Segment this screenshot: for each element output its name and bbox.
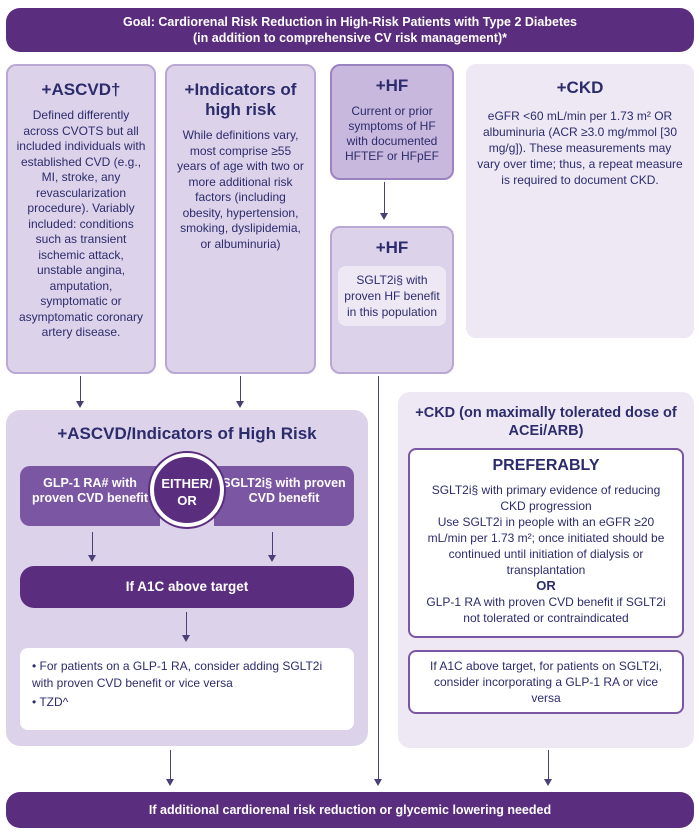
arrow-combined-to-footer [166,750,174,786]
ascvd-card: +ASCVD† Defined differently across CVOTS… [6,64,156,374]
goal-line-1: Goal: Cardiorenal Risk Reduction in High… [122,15,578,29]
glp1-option-text: GLP-1 RA# with proven CVD benefit [32,476,148,505]
hf-top-body: Current or prior symptoms of HF with doc… [344,104,439,163]
arrow-a1c-down [182,612,190,642]
indicators-body: While definitions vary, most comprise ≥5… [177,128,304,251]
ckd-pref-p1: SGLT2i§ with primary evidence of reducin… [431,483,661,513]
ckd-bottom-title: +CKD (on maximally tolerated dose of ACE… [415,405,677,439]
combined-bullet-1: • For patients on a GLP-1 RA, consider a… [32,659,323,690]
ckd-top-title: +CKD [556,78,604,97]
arrow-hf-top-to-bottom [380,182,388,220]
arrow-hf-to-footer [374,376,382,786]
ckd-preferably-box: PREFERABLY SGLT2i§ with primary evidence… [408,448,684,638]
arrow-indicators-down [236,376,244,408]
preferably-heading: PREFERABLY [492,457,600,474]
hf-bottom-inner: SGLT2i§ with proven HF benefit in this p… [338,266,446,326]
ascvd-indicators-panel: +ASCVD/Indicators of High Risk GLP-1 RA#… [6,410,368,746]
sglt2-option-text: SGLT2i§ with proven CVD benefit [222,476,346,505]
arrow-glp1-down [88,532,96,562]
hf-top-card: +HF Current or prior symptoms of HF with… [330,64,454,180]
hf-bottom-title: +HF [375,238,409,257]
ascvd-body: Defined differently across CVOTS but all… [16,108,146,339]
arrow-ascvd-down [76,376,84,408]
ckd-pref-p3: GLP-1 RA with proven CVD benefit if SGLT… [426,595,666,625]
ckd-pref-or: OR [536,578,556,593]
hf-top-title: +HF [375,76,409,95]
either-or-badge: EITHER/ OR [150,453,224,527]
combined-title: +ASCVD/Indicators of High Risk [57,424,317,443]
arrow-ckd-to-footer [544,750,552,786]
indicators-title: +Indicators of high risk [184,80,297,119]
footer-text: If additional cardiorenal risk reduction… [148,803,552,817]
indicators-card: +Indicators of high risk While definitio… [165,64,316,374]
goal-line-2: (in addition to comprehensive CV risk ma… [193,31,507,45]
ascvd-title: +ASCVD† [41,80,121,99]
sglt2-option: SGLT2i§ with proven CVD benefit [214,466,354,526]
ckd-pref-p2: Use SGLT2i in people with an eGFR ≥20 mL… [427,515,665,577]
a1c-above-target-text: If A1C above target [125,579,249,594]
ckd-top-card: +CKD eGFR <60 mL/min per 1.73 m² OR albu… [466,64,694,338]
ckd-bottom-panel: +CKD (on maximally tolerated dose of ACE… [398,392,694,748]
combined-bullet-2: • TZD^ [32,695,69,709]
goal-banner: Goal: Cardiorenal Risk Reduction in High… [6,8,694,52]
glp1-option: GLP-1 RA# with proven CVD benefit [20,466,160,526]
hf-bottom-body: SGLT2i§ with proven HF benefit in this p… [344,273,440,319]
ckd-a1c-note: If A1C above target, for patients on SGL… [430,659,662,705]
ckd-top-body: eGFR <60 mL/min per 1.73 m² OR albuminur… [477,109,683,187]
arrow-sglt2-down [268,532,276,562]
either-or-text: EITHER/ OR [161,476,213,508]
footer-banner: If additional cardiorenal risk reduction… [6,792,694,828]
ckd-a1c-box: If A1C above target, for patients on SGL… [408,650,684,714]
a1c-above-target-bar: If A1C above target [20,566,354,608]
hf-bottom-card: +HF SGLT2i§ with proven HF benefit in th… [330,226,454,374]
combined-recommendations-box: • For patients on a GLP-1 RA, consider a… [20,648,354,730]
